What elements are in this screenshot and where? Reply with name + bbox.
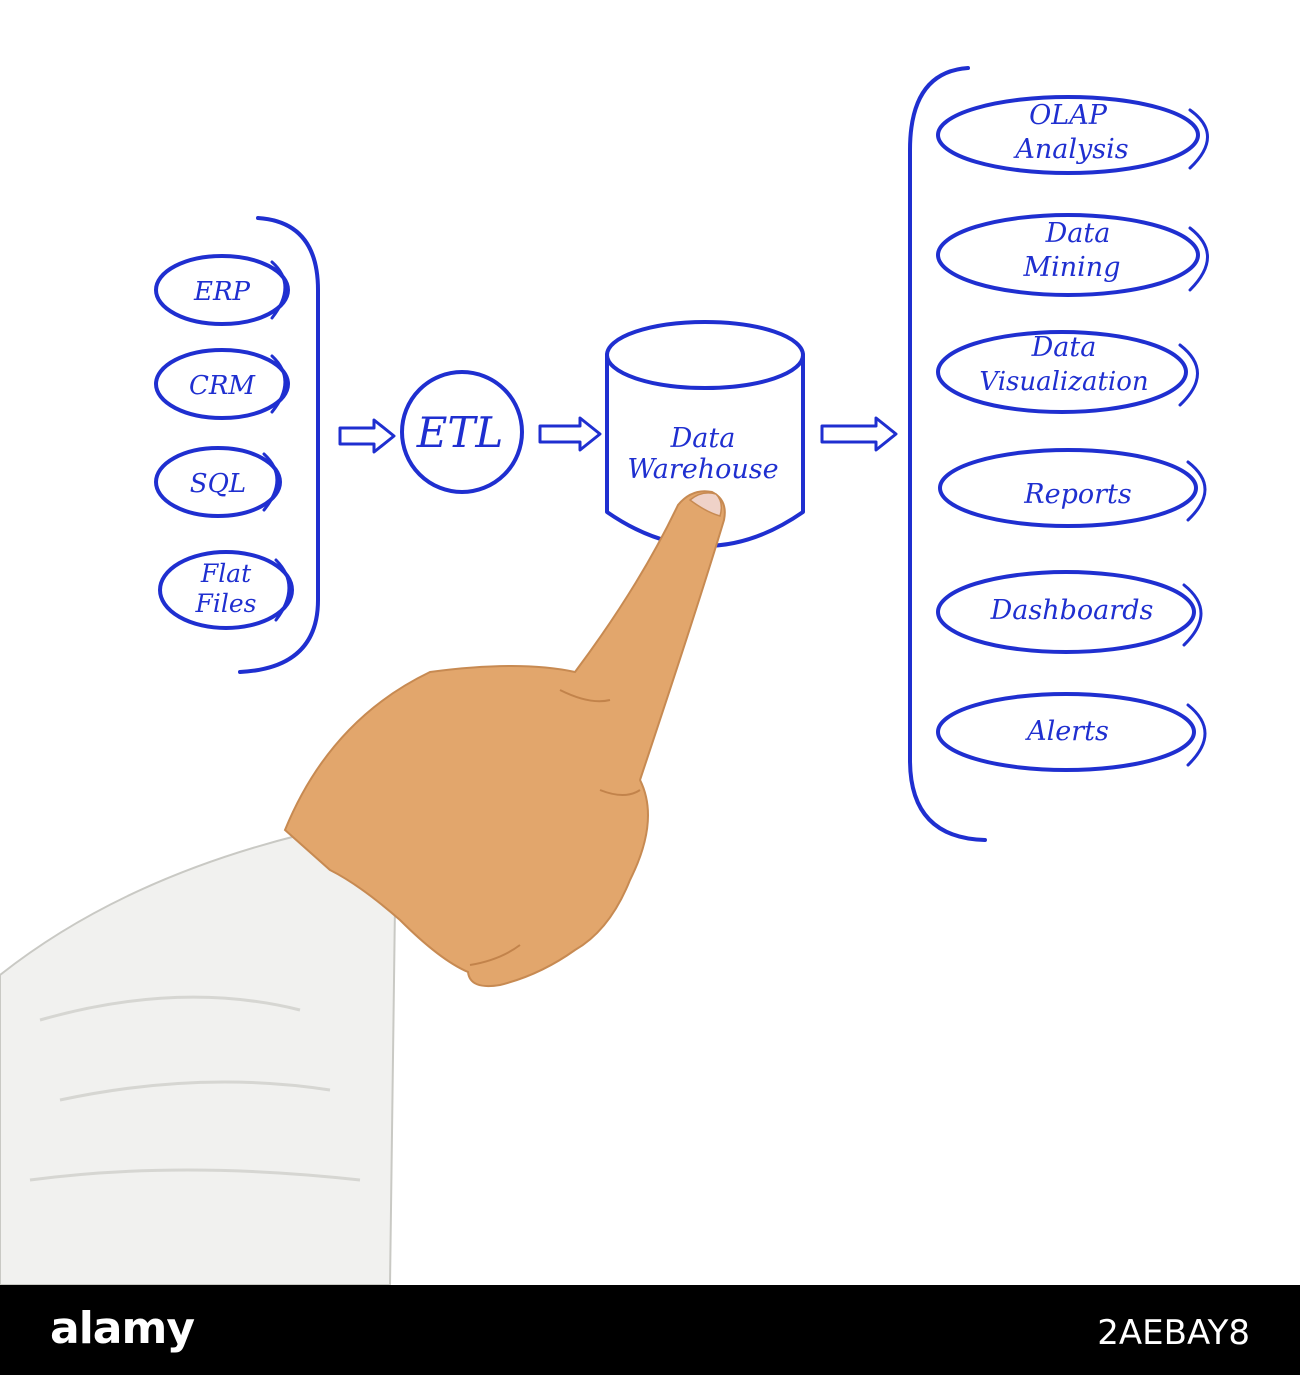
- output-alerts-label: Alerts: [1024, 716, 1109, 747]
- outputs-bracket: [908, 66, 987, 842]
- alamy-logo: alamy: [50, 1303, 195, 1354]
- output-olap-analysis: OLAP Analysis: [936, 95, 1209, 175]
- pointing-hand: [0, 490, 726, 1286]
- data-warehouse-label-1: Data: [670, 423, 736, 454]
- output-data-mining: Data Mining: [936, 213, 1209, 297]
- arrow-sources-to-etl: [338, 418, 396, 454]
- output-mining-label-2: Mining: [1023, 252, 1121, 283]
- sources-bracket: [238, 216, 320, 674]
- output-olap-label-1: OLAP: [1029, 100, 1108, 131]
- source-sql: SQL: [154, 446, 282, 518]
- source-crm-label: CRM: [189, 371, 256, 401]
- data-warehouse-label-2: Warehouse: [627, 454, 778, 485]
- source-sql-label: SQL: [190, 469, 246, 499]
- source-flat-files-label-1: Flat: [200, 559, 252, 588]
- data-warehouse-cylinder: Data Warehouse: [605, 320, 805, 548]
- source-erp: ERP: [154, 254, 290, 326]
- arrow-warehouse-to-outputs: [820, 416, 898, 452]
- stock-watermark-footer: alamy 2AEBAY8: [0, 1285, 1300, 1375]
- source-flat-files-label-2: Files: [195, 589, 257, 618]
- output-mining-label-1: Data: [1045, 218, 1111, 249]
- output-vis-label-2: Visualization: [979, 367, 1148, 397]
- etl-label: ETL: [416, 408, 504, 457]
- hand-skin: [283, 490, 726, 988]
- output-reports-label: Reports: [1023, 479, 1131, 510]
- source-erp-label: ERP: [193, 277, 251, 307]
- arrow-etl-to-warehouse: [538, 416, 602, 452]
- image-id: 2AEBAY8: [1097, 1313, 1250, 1353]
- output-dashboards-label: Dashboards: [990, 595, 1154, 626]
- source-flat-files: Flat Files: [158, 550, 294, 630]
- output-dashboards: Dashboards: [936, 570, 1203, 654]
- shirt-sleeve: [0, 833, 397, 1286]
- output-vis-label-1: Data: [1031, 332, 1097, 363]
- output-alerts: Alerts: [936, 692, 1207, 772]
- output-data-visualization: Data Visualization: [936, 330, 1199, 414]
- output-reports: Reports: [938, 448, 1207, 528]
- source-crm: CRM: [154, 348, 290, 420]
- etl-node: ETL: [400, 370, 524, 494]
- output-olap-label-2: Analysis: [1012, 134, 1128, 165]
